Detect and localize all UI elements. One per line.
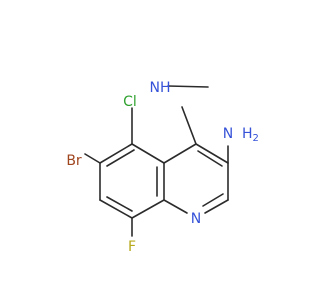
bond	[204, 199, 229, 214]
methylamino-nh-label: NH	[150, 80, 171, 96]
bond	[181, 106, 197, 145]
bond	[197, 150, 223, 167]
bond	[99, 199, 133, 219]
bond	[195, 143, 229, 164]
bond	[167, 85, 209, 88]
bond	[99, 143, 133, 164]
fluorine-label: F	[128, 239, 136, 255]
bond	[131, 199, 165, 219]
bond	[131, 143, 165, 164]
ring-nitrogen-label: N	[191, 211, 201, 227]
chlorine-label: Cl	[123, 94, 137, 110]
bond	[163, 199, 188, 214]
bond	[202, 193, 224, 207]
amino-n-label: N	[223, 126, 233, 142]
bond	[84, 153, 101, 164]
bromine-label: Br	[66, 153, 82, 169]
structure-canvas: Cl Br F N NH N H2	[66, 80, 259, 255]
bond	[106, 149, 135, 167]
molecule-drawing: Cl Br F N NH N H2	[66, 80, 259, 255]
bond	[163, 143, 197, 164]
bond	[106, 196, 133, 212]
amino-h2-label: H2	[242, 126, 259, 144]
